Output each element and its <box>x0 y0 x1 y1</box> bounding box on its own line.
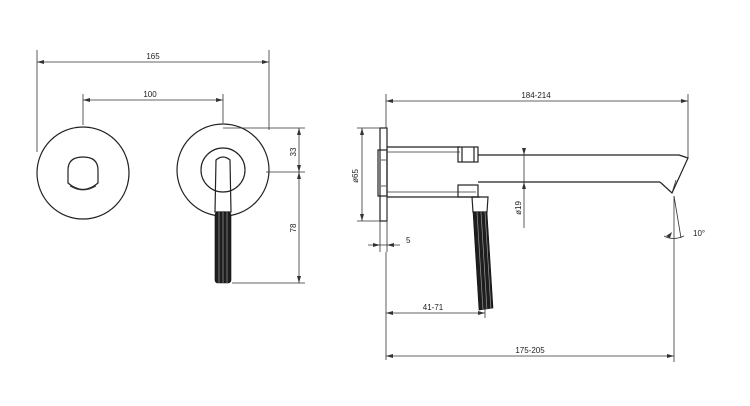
spout-outlet <box>67 156 99 191</box>
dim-label-78: 78 <box>289 223 298 232</box>
mixer-handle-texture <box>218 212 228 283</box>
dim-label-41-71: 41-71 <box>423 303 444 312</box>
dim-label-100: 100 <box>143 90 157 99</box>
dim-handle-offset <box>385 252 486 360</box>
dim-center-distance <box>82 94 224 125</box>
spout <box>478 154 689 194</box>
dim-vertical-front <box>223 127 305 284</box>
mixer-cover-plate <box>176 123 270 217</box>
dim-overall-length <box>385 94 689 158</box>
dim-spout-angle <box>663 195 685 239</box>
wall-plate <box>379 127 388 222</box>
dim-spout-length <box>386 196 675 362</box>
mixer-body-ring <box>200 147 246 193</box>
side-handle-grip <box>472 211 494 311</box>
dim-plate-thickness <box>368 197 400 252</box>
front-view: 165 100 33 78 <box>36 50 305 284</box>
dim-label-o65: ø65 <box>351 169 360 183</box>
plate-boss <box>377 149 388 197</box>
spout-cover-plate <box>36 126 130 220</box>
dim-overall-width <box>36 50 270 152</box>
dim-label-175-205: 175-205 <box>515 346 545 355</box>
dim-label-184-214: 184-214 <box>521 91 551 100</box>
mixer-body <box>387 146 480 198</box>
side-view: 184-214 ø65 ø19 5 <box>351 91 705 362</box>
mixer-handle-top <box>214 156 232 213</box>
dim-label-165: 165 <box>146 52 160 61</box>
dim-label-10deg: 10° <box>693 229 705 238</box>
dim-label-o19: ø19 <box>514 201 523 215</box>
side-handle-neck <box>471 196 489 213</box>
dim-label-33: 33 <box>289 147 298 156</box>
dim-spout-diameter <box>522 148 526 228</box>
side-handle-texture <box>476 212 492 310</box>
dim-label-5: 5 <box>406 236 411 245</box>
spout-outlet-inner <box>69 185 97 191</box>
dim-plate-diameter <box>357 127 380 222</box>
